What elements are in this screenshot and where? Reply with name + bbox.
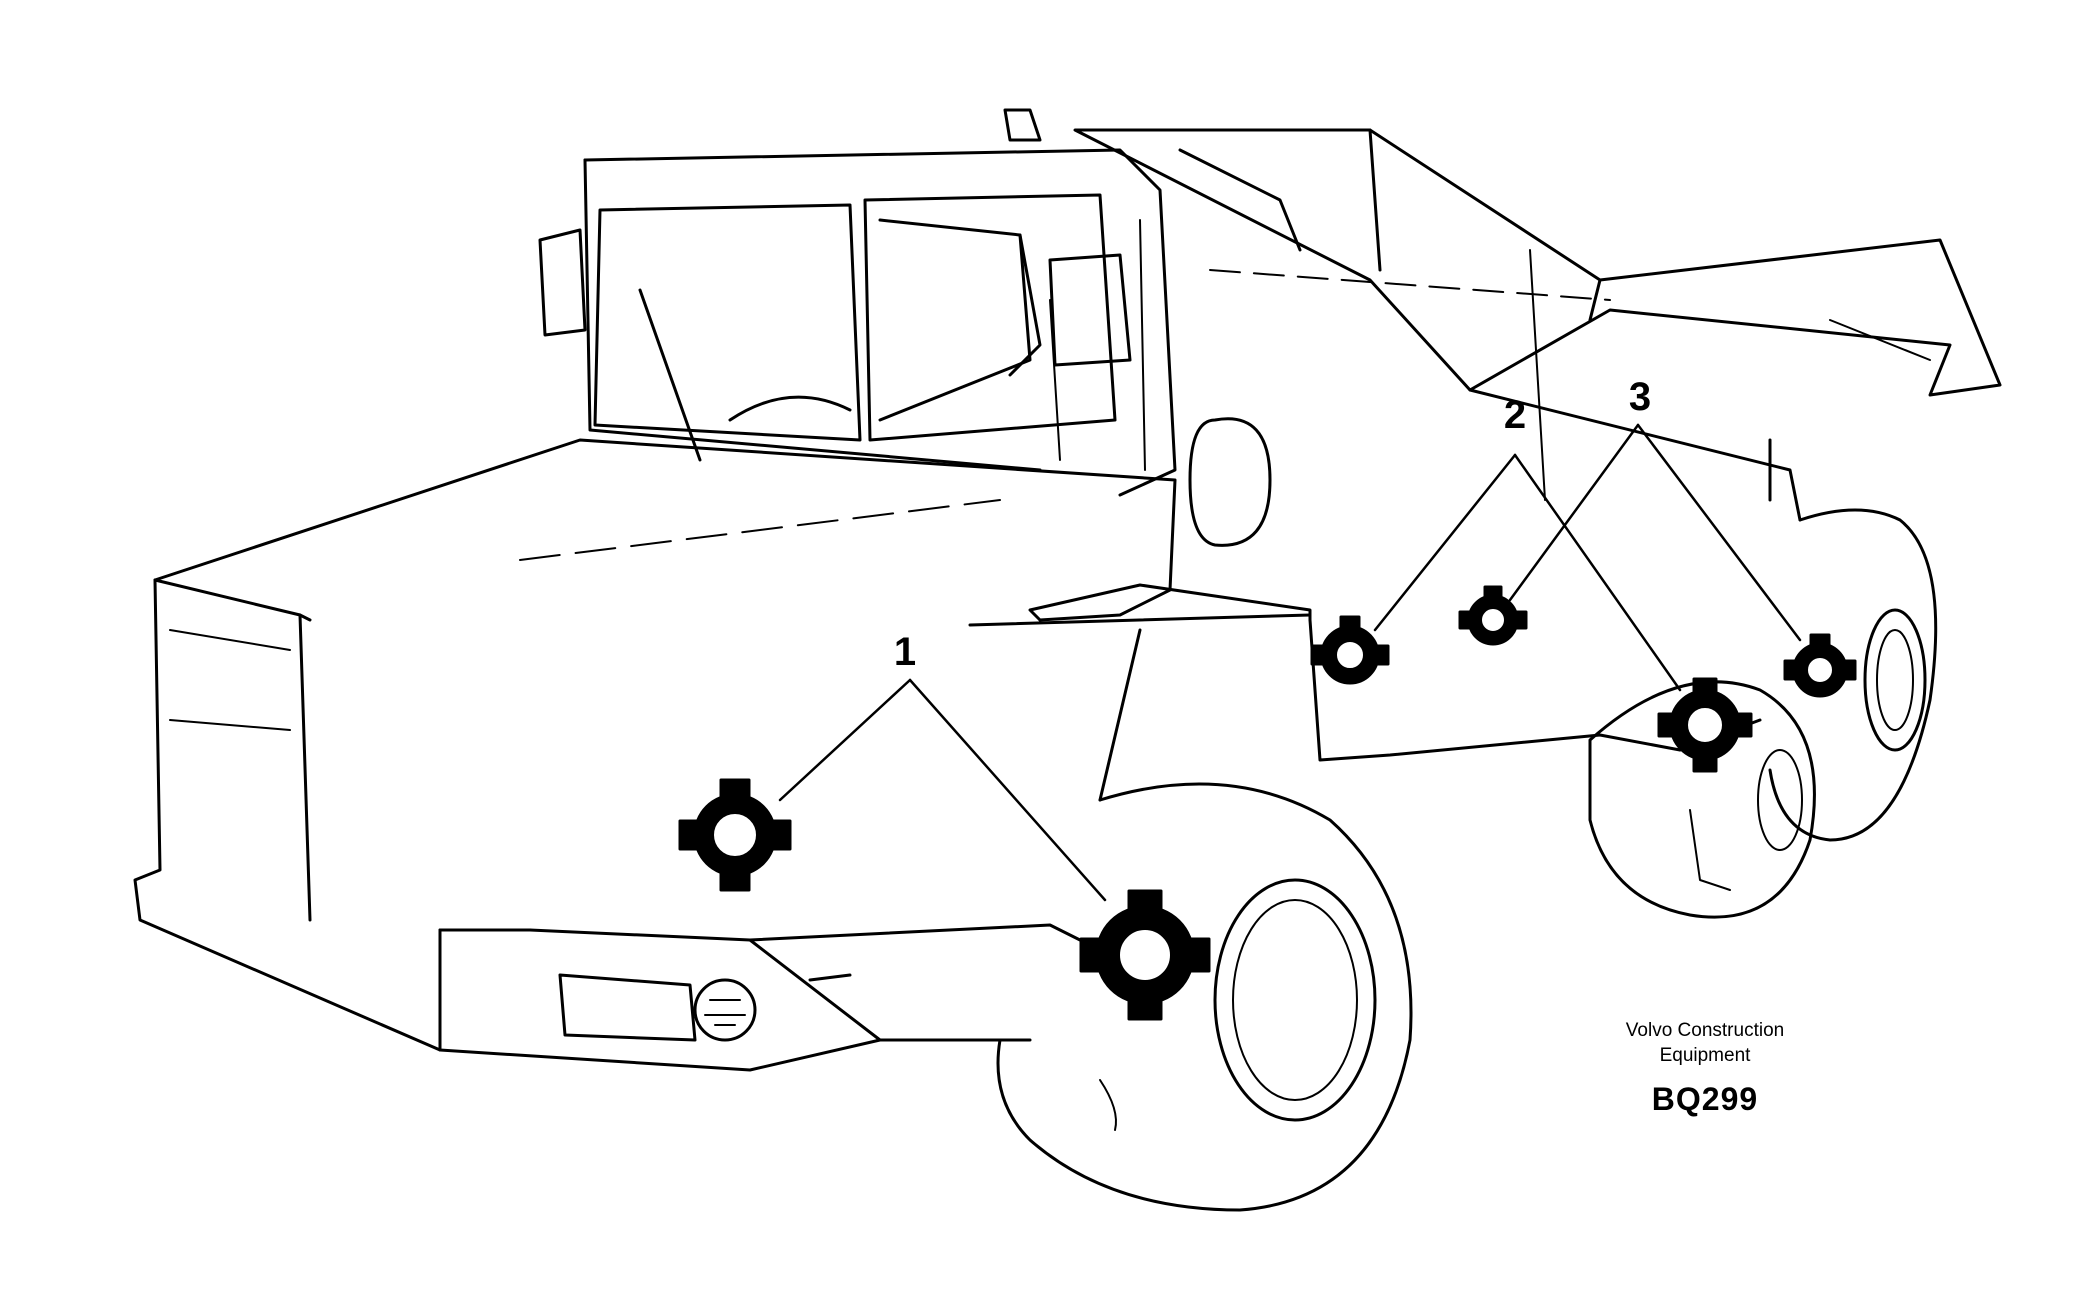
callout-2: 2 xyxy=(1504,393,1526,437)
front-hub-left xyxy=(678,778,792,892)
middle-hub-left xyxy=(1310,615,1390,685)
callout-3: 3 xyxy=(1629,375,1651,419)
callout-1: 1 xyxy=(894,630,916,674)
hood-and-front xyxy=(133,438,1312,1072)
dump-body xyxy=(1073,128,2002,522)
company-line-1: Volvo Construction xyxy=(1625,1020,1785,1041)
rear-hub-left xyxy=(1458,585,1528,646)
rear-wheel xyxy=(1768,508,1938,842)
company-line-2: Equipment xyxy=(1659,1045,1751,1066)
company-caption: Volvo Construction Equipment xyxy=(1560,1018,1850,1068)
figure-code: BQ299 xyxy=(1651,1081,1759,1117)
front-hub-right xyxy=(1079,889,1211,1021)
middle-hub-right xyxy=(1657,677,1753,773)
rear-hub-right xyxy=(1783,633,1857,698)
front-wheel xyxy=(996,782,1413,1212)
leader-lines xyxy=(778,423,1802,902)
